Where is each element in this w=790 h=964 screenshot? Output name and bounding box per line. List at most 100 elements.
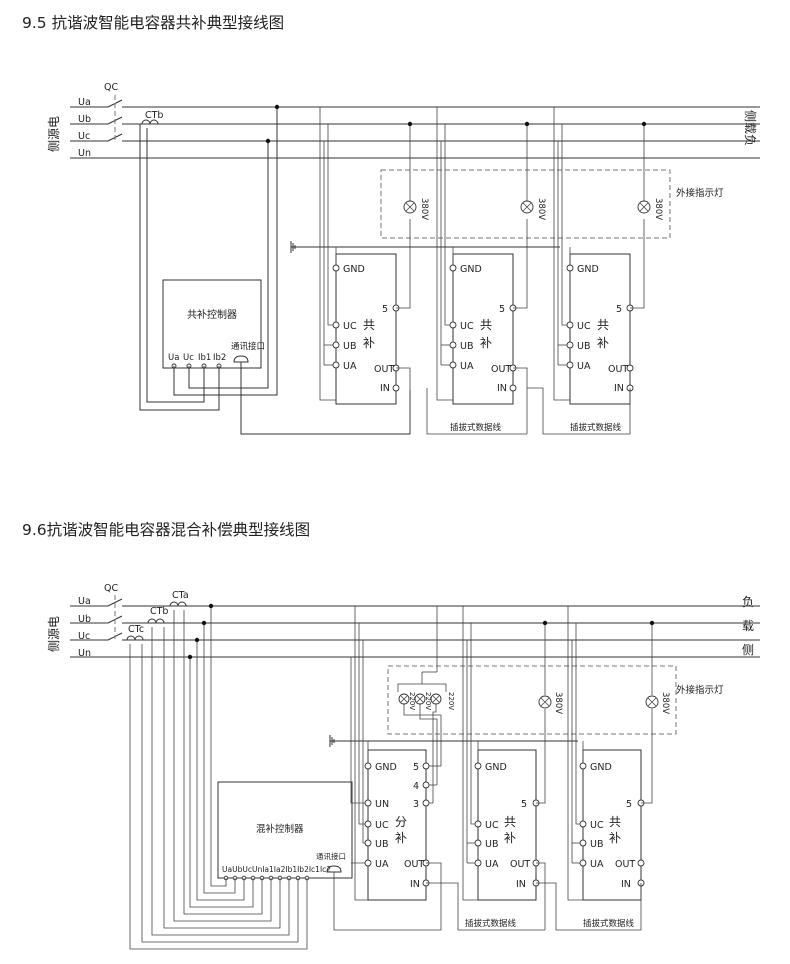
unit-in-label: IN	[516, 879, 526, 890]
unit-terminal-label: GND	[485, 762, 507, 773]
unit-out-label: OUT	[374, 364, 394, 375]
phase-label: Ub	[78, 114, 91, 125]
data-cable	[527, 387, 631, 435]
source-side-label: 侧源电	[47, 116, 61, 152]
unit-type-char: 补	[504, 831, 516, 845]
unit-terminal-label: UC	[590, 820, 604, 831]
load-side-char: 载	[742, 619, 754, 633]
phase-label: Un	[78, 148, 91, 159]
controller-terminal: Ib2	[213, 353, 226, 363]
indicator-box	[380, 169, 671, 239]
unit-terminal-label: UB	[343, 341, 356, 352]
load-side-char: 侧	[742, 643, 754, 657]
unit-terminal-label: UB	[577, 341, 590, 352]
capacitor-unit: GND UC UB UA 共 补 5 OUT IN 380V	[567, 606, 670, 901]
unit-terminal-label: UC	[375, 820, 389, 831]
unit-terminal-label: UA	[343, 361, 357, 372]
ct-c-symbol	[126, 635, 144, 641]
breaker-label: QC	[104, 82, 118, 93]
lamp-voltage: 380V	[653, 198, 663, 220]
cable-label: 插拔式数据线	[450, 422, 502, 433]
unit-terminal-label: 4	[413, 781, 419, 792]
unit-out-label: OUT	[404, 859, 424, 870]
source-side-label: 侧源电	[47, 616, 61, 652]
section2-title: 9.6抗谐波智能电容器混合补偿典型接线图	[22, 521, 311, 539]
unit-terminal-5: 5	[499, 304, 505, 315]
unit-terminal-label: UC	[460, 321, 474, 332]
lamp-voltage: 220V	[447, 692, 455, 710]
lamp-voltage: 380V	[419, 198, 429, 220]
lamp-group-220v: 220V 220V 220V	[397, 606, 455, 803]
unit-type-char: 补	[609, 831, 621, 845]
ct-label: CTc	[128, 624, 144, 635]
indicator-label: 外接指示灯	[676, 187, 724, 199]
lamp-voltage: 380V	[536, 198, 546, 220]
unit-terminal-label: GND	[460, 264, 482, 275]
comm-port-icon	[326, 865, 342, 873]
unit-terminal-5: 5	[616, 304, 622, 315]
unit-terminal-label: UA	[460, 361, 474, 372]
cable-label: 插拔式数据线	[465, 918, 517, 929]
indicator-label: 外接指示灯	[676, 684, 724, 696]
unit-in-label: IN	[621, 879, 631, 890]
controller-terminal: Uc	[183, 353, 194, 363]
unit-type-char: 补	[597, 336, 609, 350]
mixed-compensation-diagram: Ua Ub Uc Un 侧源电 负载侧 QC CTa CTb CTc	[47, 583, 760, 950]
controller-wiring	[129, 603, 442, 950]
comm-port-label: 通讯接口	[316, 851, 346, 861]
unit-in-label: IN	[410, 879, 420, 890]
unit-terminal-label: UN	[375, 799, 389, 810]
lamp-voltage: 380V	[553, 692, 563, 714]
cable-label: 插拔式数据线	[570, 422, 622, 433]
breaker-label: QC	[104, 583, 118, 594]
unit-type-char: 共	[597, 318, 609, 332]
unit-type-char: 共	[480, 318, 492, 332]
controller-wiring	[139, 104, 411, 435]
unit-out-label: OUT	[491, 364, 511, 375]
ct-label: CTb	[150, 606, 168, 617]
load-side-char: 负	[742, 595, 754, 609]
unit-terminal-label: 5	[413, 762, 419, 773]
unit-terminal-label: UC	[343, 321, 357, 332]
phase-label: Ua	[78, 596, 91, 607]
cable-label: 插拔式数据线	[583, 918, 635, 929]
breaker-symbol	[70, 95, 125, 159]
controller-terminals: UaUbUcUnIa1Ia2Ib1Ib2Ic1Ic2	[222, 865, 331, 874]
split-capacitor-unit: GND UN UC UB UA 分 补 5 4 3 OUT IN	[350, 606, 545, 931]
unit-out-label: OUT	[510, 859, 530, 870]
unit-terminal-label: UB	[460, 341, 473, 352]
ct-symbol	[141, 119, 159, 125]
comm-port-label: 通讯接口	[231, 341, 265, 352]
phase-label: Uc	[78, 131, 90, 142]
unit-type-char: 补	[363, 336, 375, 350]
unit-type-char: 补	[480, 336, 492, 350]
unit-terminal-label: UB	[375, 839, 388, 850]
lamp-voltage: 220V	[424, 692, 432, 710]
capacitor-unit: GND UC UB UA 共 补 5 OUT IN 380V	[319, 107, 429, 434]
unit-in-label: IN	[614, 383, 624, 394]
unit-terminal-label: UA	[590, 859, 604, 870]
unit-terminal-label: UB	[485, 839, 498, 850]
controller-name: 共补控制器	[187, 308, 237, 321]
unit-terminal-label: UA	[577, 361, 591, 372]
unit-type-char: 补	[395, 831, 407, 845]
unit-terminal-label: GND	[343, 264, 365, 275]
controller-box	[217, 781, 353, 879]
unit-terminal-5: 5	[382, 304, 388, 315]
unit-type-char: 共	[363, 318, 375, 332]
unit-in-label: IN	[380, 383, 390, 394]
section1-title: 9.5 抗谐波智能电容器共补典型接线图	[22, 14, 285, 32]
controller-terminal-dots	[171, 363, 222, 369]
unit-out-label: OUT	[615, 859, 635, 870]
unit-terminal-label: UC	[485, 820, 499, 831]
phase-label: Ua	[78, 97, 91, 108]
unit-in-label: IN	[497, 383, 507, 394]
busbars	[122, 605, 760, 658]
comm-port-icon	[233, 355, 249, 363]
breaker-symbol	[70, 595, 125, 658]
phase-label: Un	[78, 648, 91, 659]
unit-terminal-label: GND	[375, 762, 397, 773]
indicator-box	[387, 665, 677, 735]
ct-label: CTb	[145, 110, 163, 121]
